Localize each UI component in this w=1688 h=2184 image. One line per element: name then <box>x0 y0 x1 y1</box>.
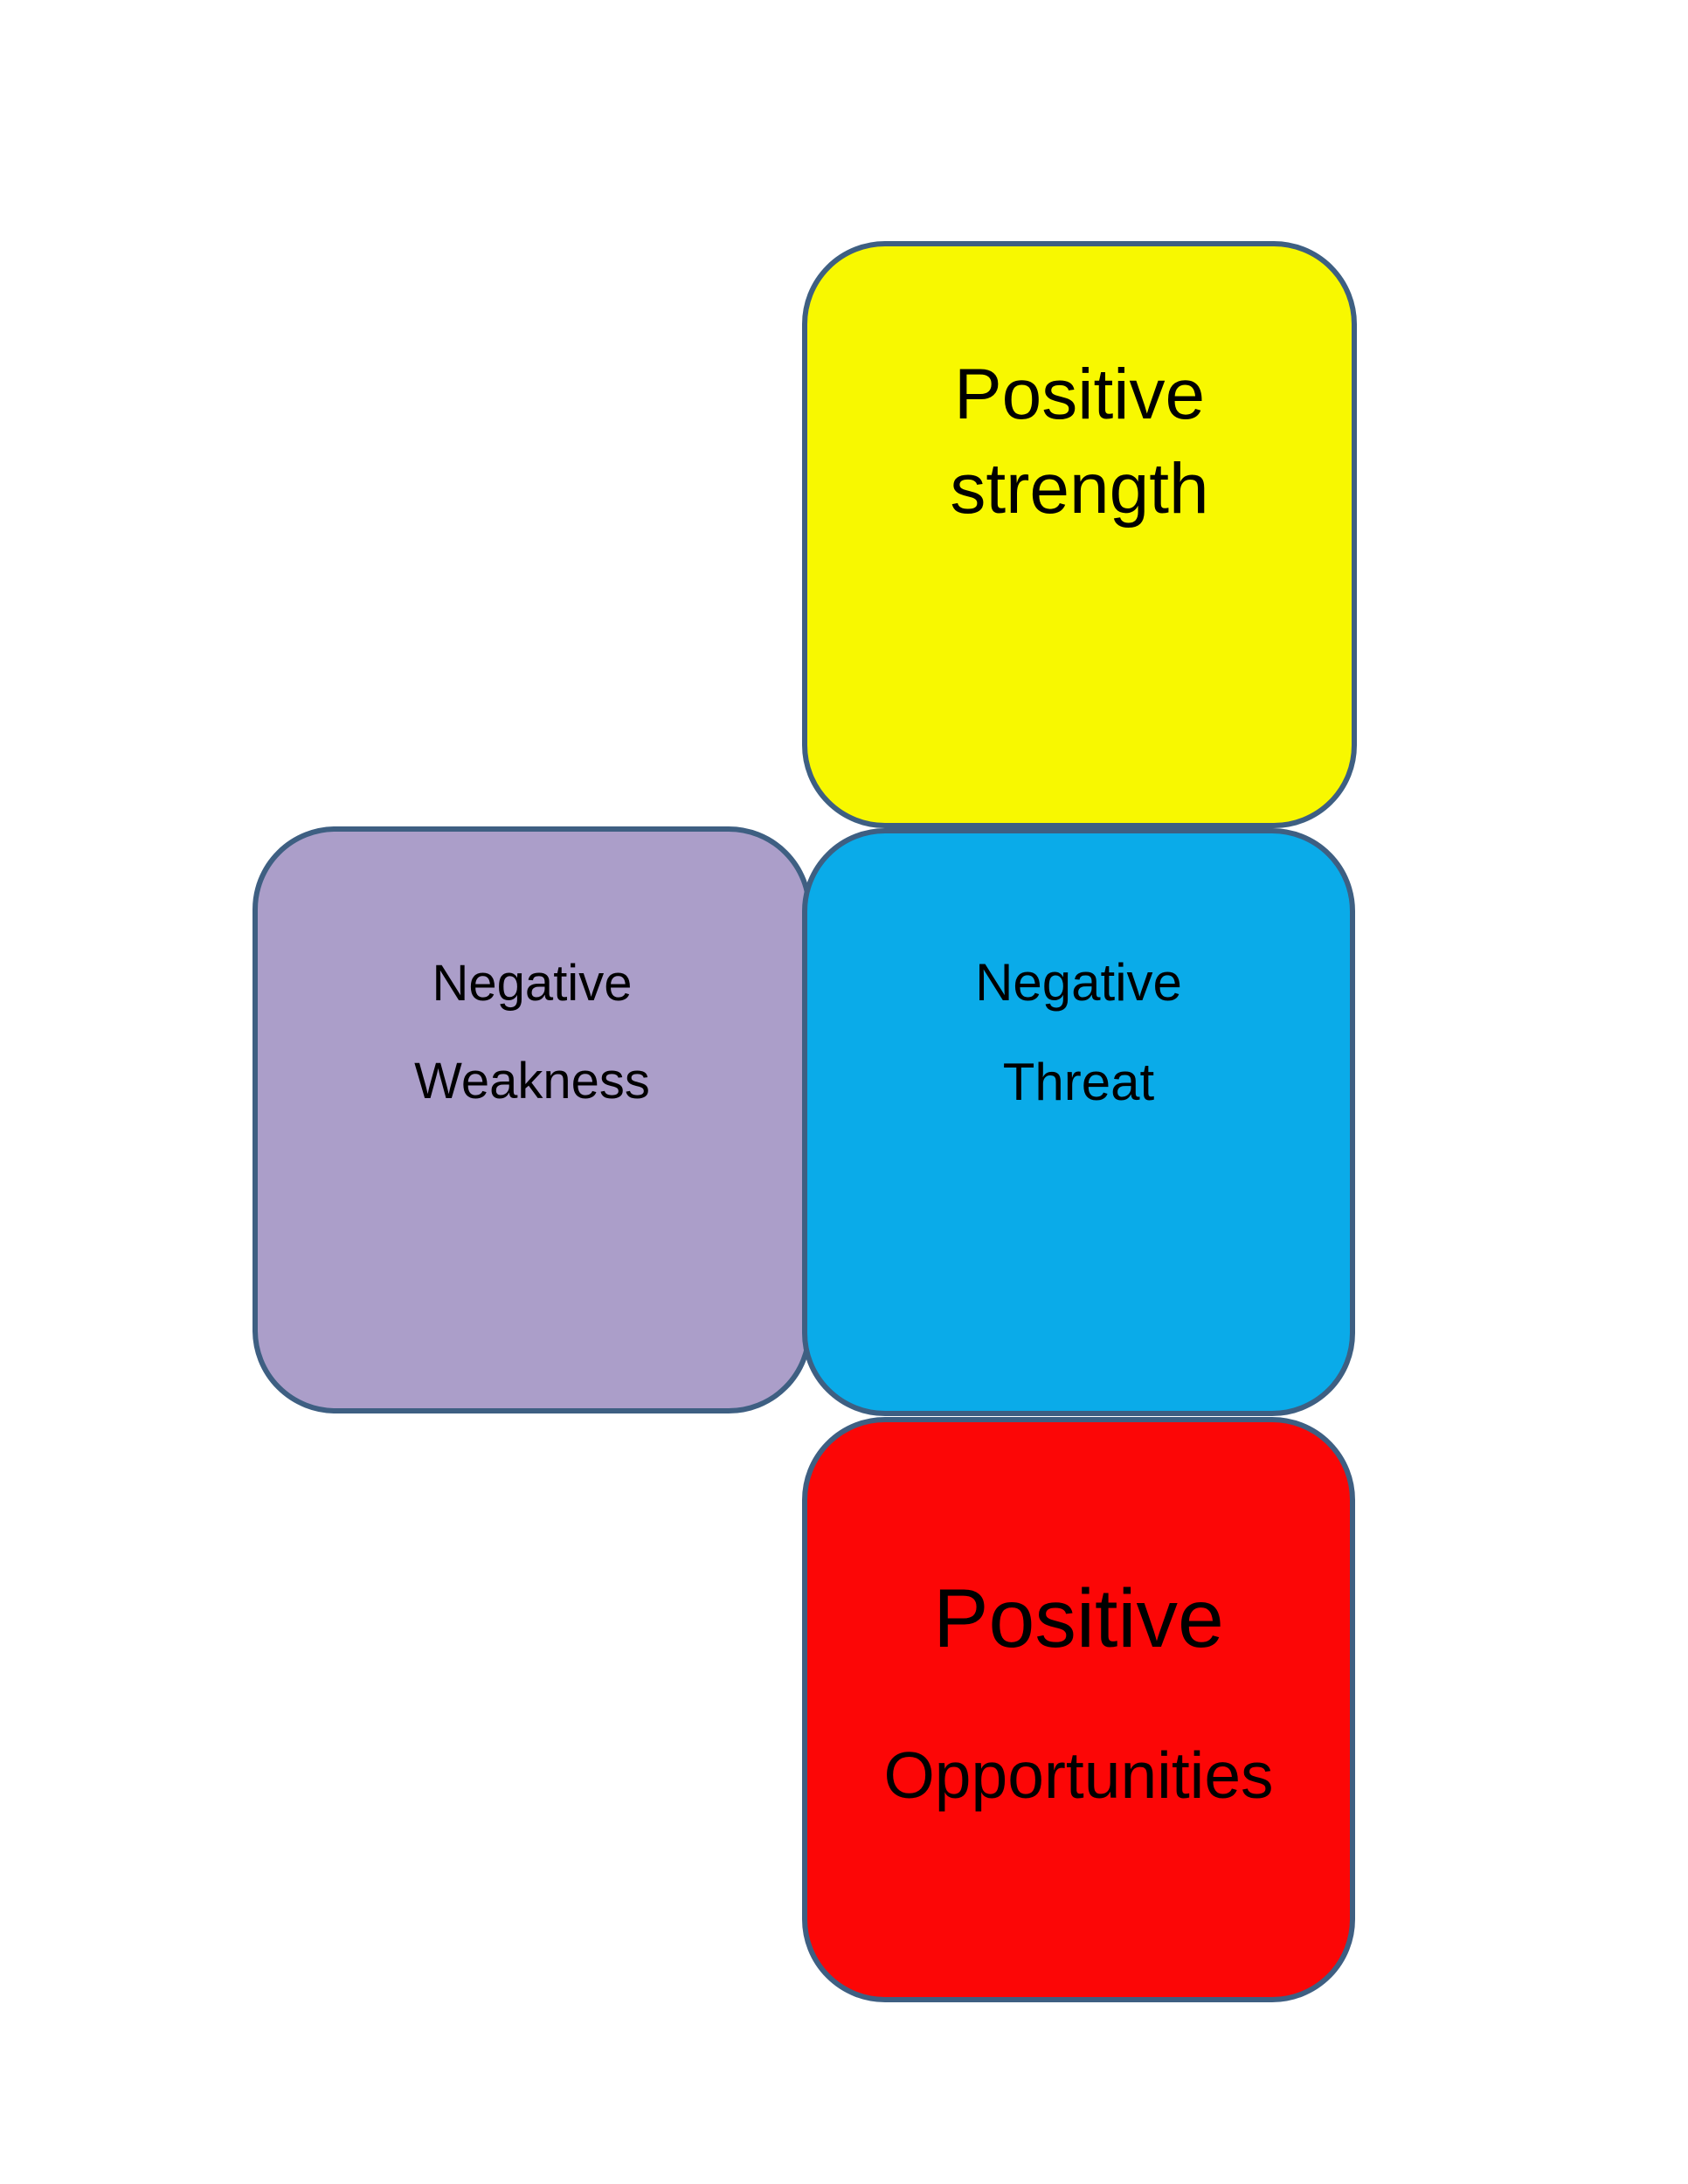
threat-label-line1: Negative <box>975 953 1182 1012</box>
box-weakness: Negative Weakness <box>253 826 812 1413</box>
box-strength: Positive strength <box>802 241 1357 828</box>
strength-label-line1: Positive <box>953 355 1206 434</box>
opportunities-label-line2: Opportunities <box>883 1738 1274 1812</box>
threat-label-line2: Threat <box>1002 1053 1155 1111</box>
box-threat: Negative Threat <box>802 828 1355 1416</box>
opportunities-label-line1: Positive <box>933 1572 1224 1665</box>
weakness-label-line1: Negative <box>432 955 633 1012</box>
weakness-label-line2: Weakness <box>414 1052 650 1109</box>
box-opportunities: Positive Opportunities <box>802 1417 1355 2002</box>
strength-label-line2: strength <box>950 449 1209 529</box>
